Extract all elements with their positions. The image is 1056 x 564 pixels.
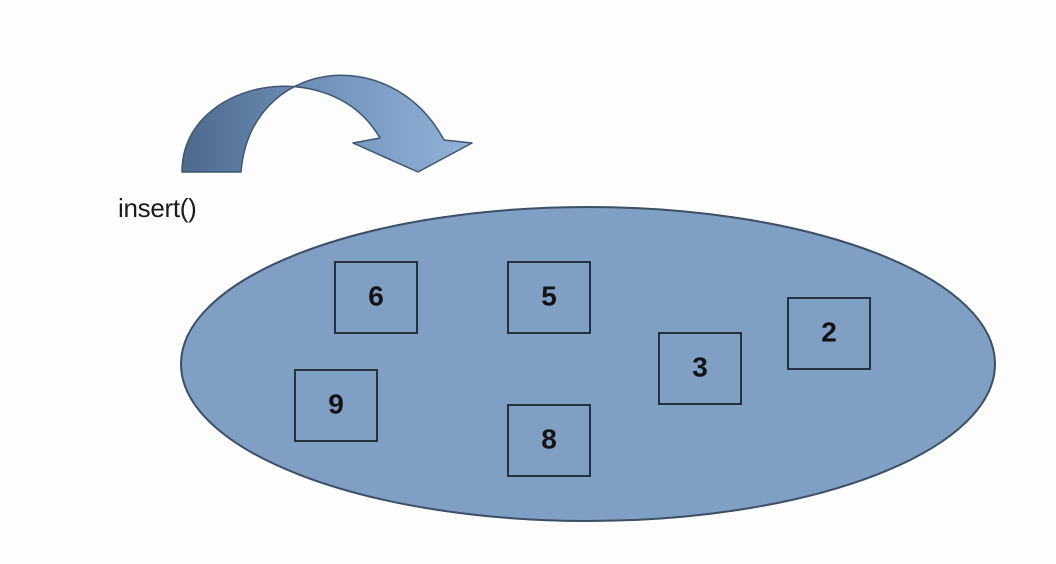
- insert-operation-label: insert(): [118, 193, 197, 223]
- element-node: 6: [334, 261, 418, 334]
- element-value: 9: [328, 388, 344, 419]
- element-value: 5: [541, 280, 557, 311]
- element-value: 8: [541, 423, 557, 454]
- element-node: 8: [507, 404, 591, 477]
- element-node: 9: [294, 369, 378, 442]
- element-value: 3: [692, 351, 708, 382]
- element-node: 3: [658, 332, 742, 405]
- element-node: 2: [787, 297, 871, 370]
- set-ellipse: [180, 206, 996, 522]
- element-value: 6: [368, 280, 384, 311]
- element-value: 2: [821, 316, 837, 347]
- element-node: 5: [507, 261, 591, 334]
- curved-arrow-icon: [181, 74, 473, 173]
